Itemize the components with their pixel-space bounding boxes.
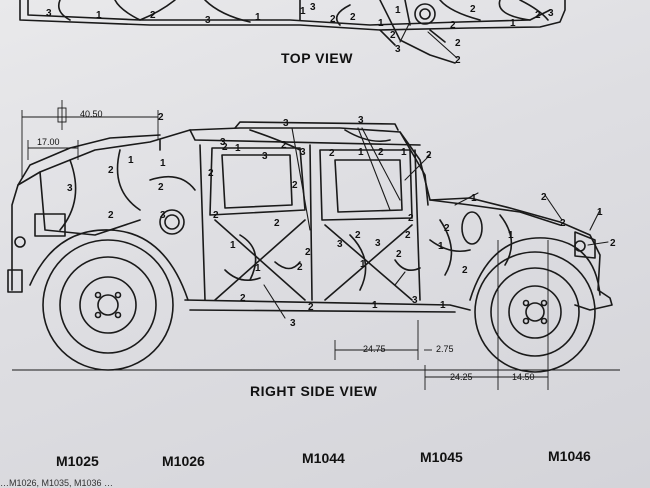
zone-number: 2	[297, 262, 303, 273]
zone-number: 3	[358, 115, 364, 126]
zone-number: 2	[378, 147, 384, 158]
zone-number: 2	[213, 210, 219, 221]
zone-number: 1	[378, 18, 384, 29]
zone-number: 2	[541, 192, 547, 203]
zone-number: 2	[305, 247, 311, 258]
zone-number: 2	[355, 230, 361, 241]
zone-number: 2	[240, 293, 246, 304]
dimension-lines	[12, 100, 620, 390]
zone-number: 3	[395, 44, 401, 55]
zone-number: 2	[350, 12, 356, 23]
zone-number: 2	[108, 165, 114, 176]
zone-number: 1	[597, 207, 603, 218]
dimension-label: 24.75	[363, 344, 386, 354]
model-label: M1025	[56, 453, 99, 469]
zone-number: 2	[408, 213, 414, 224]
zone-number: 2	[330, 14, 336, 25]
top-view-title: TOP VIEW	[281, 50, 353, 66]
zone-number: 2	[150, 10, 156, 21]
zone-number: 2	[208, 168, 214, 179]
zone-number: 2	[444, 223, 450, 234]
zone-number: 3	[262, 151, 268, 162]
zone-number: 2	[560, 218, 566, 229]
zone-number: 3	[412, 295, 418, 306]
front-wheel	[474, 251, 596, 373]
zone-number: 1	[255, 263, 261, 274]
zone-number: 1	[300, 6, 306, 17]
zone-number: 2	[610, 238, 616, 249]
zone-number: 3	[160, 210, 166, 221]
zone-number: 1	[230, 240, 236, 251]
zone-number: 2	[158, 182, 164, 193]
dimension-label: 14.50	[512, 372, 535, 382]
zone-number: 1	[438, 241, 444, 252]
zone-number: 1	[372, 300, 378, 311]
zone-number: 2	[455, 38, 461, 49]
model-label: M1044	[302, 450, 345, 466]
zone-number: 2	[108, 210, 114, 221]
zone-number: 3	[67, 183, 73, 194]
zone-number: 1	[440, 300, 446, 311]
zone-number: 2	[329, 148, 335, 159]
zone-number: 3	[310, 2, 316, 13]
zone-number: 1	[255, 12, 261, 23]
footnote-text: …M1026, M1035, M1036 …	[0, 478, 114, 488]
dimension-label: 2.75	[436, 344, 454, 354]
zone-number: 1	[395, 5, 401, 16]
zone-number: 1	[471, 193, 477, 204]
zone-number: 3	[290, 318, 296, 329]
zone-number: 1	[235, 143, 241, 154]
zone-number: 3	[46, 8, 52, 19]
zone-number: 1	[508, 230, 514, 241]
zone-number: 2	[281, 140, 287, 151]
zone-number: 3	[283, 118, 289, 129]
zone-number: 2	[455, 55, 461, 66]
dimension-label: 17.00	[37, 137, 60, 147]
zone-number: 1	[360, 259, 366, 270]
leader-lines	[263, 21, 609, 319]
model-label: M1046	[548, 448, 591, 464]
zone-number: 3	[220, 137, 226, 148]
rear-wheel	[42, 239, 174, 371]
zone-number: 1	[160, 158, 166, 169]
zone-number: 2	[222, 142, 228, 153]
zone-number: 2	[405, 230, 411, 241]
side-view-title: RIGHT SIDE VIEW	[250, 383, 378, 399]
zone-number: 1	[128, 155, 134, 166]
zone-number: 2	[470, 4, 476, 15]
zone-number: 2	[450, 20, 456, 31]
model-label: M1045	[420, 449, 463, 465]
side-view-vehicle-outline	[7, 121, 613, 313]
zone-number: 3	[300, 147, 306, 158]
dimension-label: 24.25	[450, 372, 473, 382]
zone-number: 2	[292, 180, 298, 191]
zone-number: 3	[548, 8, 554, 19]
zone-number: 3	[205, 15, 211, 26]
zone-number: 2	[390, 30, 396, 41]
zone-number: 2	[274, 218, 280, 229]
zone-number: 2	[308, 302, 314, 313]
zone-number: 3	[337, 239, 343, 250]
zone-number: 1	[401, 147, 407, 158]
dimension-label: 40.50	[80, 109, 103, 119]
top-view-vehicle-outline	[19, 0, 566, 64]
zone-number: 2	[396, 249, 402, 260]
zone-number: 1	[358, 147, 364, 158]
zone-number: 1	[96, 10, 102, 21]
zone-number: 2	[158, 112, 164, 123]
zone-number: 2	[426, 150, 432, 161]
model-label: M1026	[162, 453, 205, 469]
zone-number: 3	[375, 238, 381, 249]
zone-number: 2	[462, 265, 468, 276]
zone-number: 2	[535, 10, 541, 21]
zone-number: 1	[510, 18, 516, 29]
